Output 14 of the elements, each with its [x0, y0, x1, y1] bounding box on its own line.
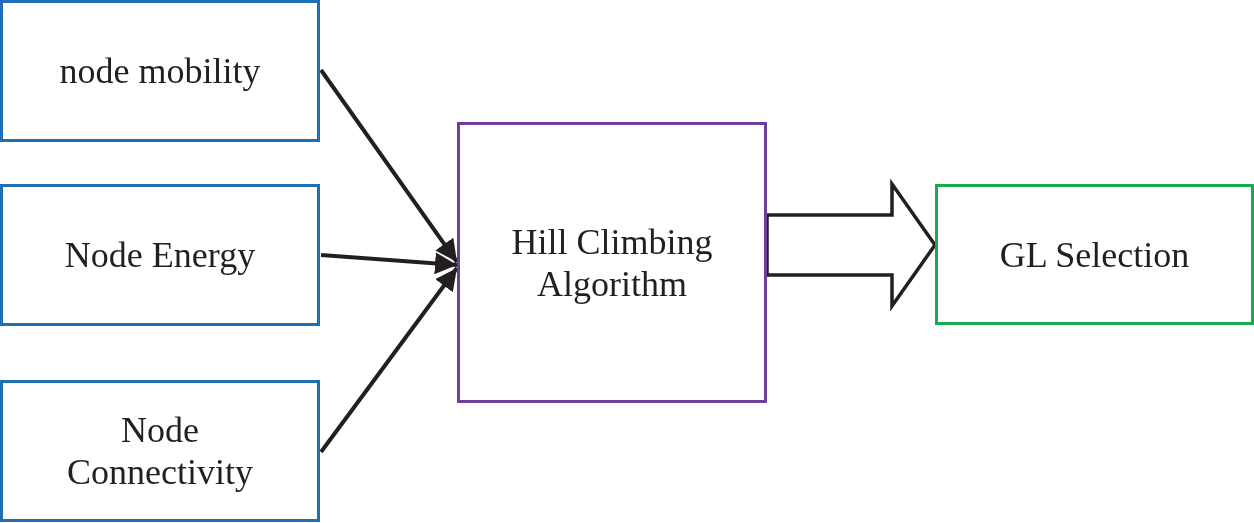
process-box [935, 184, 1254, 325]
process-box [0, 380, 320, 522]
process-box [0, 184, 320, 326]
process-box [0, 0, 320, 142]
arrow [320, 252, 458, 275]
node-label: GL Selection [999, 233, 1190, 276]
node-label: Hill Climbing Algorithm [510, 220, 714, 305]
node-label: Node Energy [64, 234, 256, 276]
process-box [457, 122, 767, 403]
node-label: node mobility [59, 50, 261, 92]
node-label: Node Connectivity [66, 409, 254, 493]
block-arrow [765, 178, 938, 312]
arrow [319, 266, 459, 454]
arrow [319, 68, 459, 264]
